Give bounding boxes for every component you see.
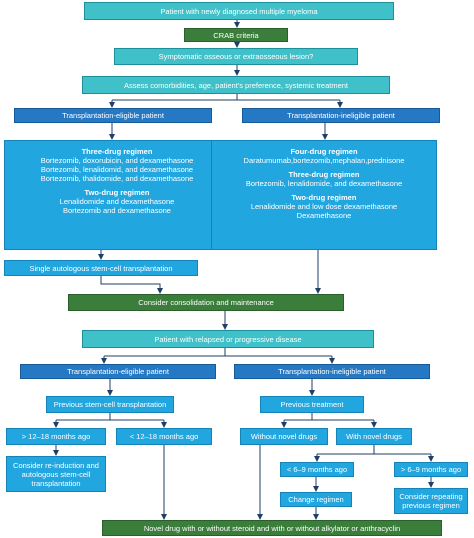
node-tx-ineligible-newly-diagnosed: Transplantation-ineligible patient bbox=[242, 108, 440, 123]
node-repeat-regimen-label: Consider repeating previous regimen bbox=[399, 492, 463, 510]
node-symptomatic-lesion: Symptomatic osseous or extraosseous lesi… bbox=[114, 48, 358, 65]
ineligible-three-drug-section: Three-drug regimen Bortezomib, lenalidom… bbox=[246, 170, 402, 188]
node-consolidation: Consider consolidation and maintenance bbox=[68, 294, 344, 311]
node-change-regimen: Change regimen bbox=[280, 492, 352, 507]
ineligible-four-drug-section: Four-drug regimen Daratumumab,bortezomib… bbox=[244, 147, 405, 165]
eligible-three-drug-line: Bortezomib, doxorubicin, and dexamethaso… bbox=[40, 156, 194, 165]
connector-asct-to-consolidation bbox=[100, 276, 163, 294]
ineligible-two-drug-line: Lenalidomide and low dose dexamethasone bbox=[250, 202, 398, 211]
node-novel-drug: Novel drug with or without steroid and w… bbox=[102, 520, 442, 536]
node-tx-eligible-newly-diagnosed: Transplantation-eligible patient bbox=[14, 108, 212, 123]
eligible-two-drug-line: Bortezomib and dexamethasone bbox=[62, 206, 171, 215]
node-without-novel-label: Without novel drugs bbox=[250, 432, 318, 441]
node-tx-ineligible-2-label: Transplantation-ineligible patient bbox=[278, 367, 386, 376]
node-less-than-6-9-months: < 6–9 months ago bbox=[280, 462, 354, 477]
node-previous-sct: Previous stem-cell transplantation bbox=[46, 396, 174, 413]
node-with-novel-label: With novel drugs bbox=[346, 432, 402, 441]
eligible-two-drug-line: Lenalidomide and dexamethasone bbox=[59, 197, 175, 206]
node-tx-ineligible-relapsed: Transplantation-ineligible patient bbox=[234, 364, 430, 379]
ineligible-four-drug-line: Daratumumab,bortezomib,mephalan,predniso… bbox=[243, 156, 405, 165]
node-less-than-6-9-label: < 6–9 months ago bbox=[286, 465, 348, 474]
eligible-three-drug-line: Bortezomib, thalidomide, and dexamethaso… bbox=[40, 174, 194, 183]
node-new-patient-label: Patient with newly diagnosed multiple my… bbox=[160, 6, 318, 16]
node-previous-treatment: Previous treatment bbox=[260, 396, 364, 413]
node-crab-criteria: CRAB criteria bbox=[184, 28, 288, 42]
node-previous-sct-label: Previous stem-cell transplantation bbox=[53, 400, 167, 409]
ineligible-two-drug-line: Dexamethasone bbox=[296, 211, 352, 220]
node-novel-drug-label: Novel drug with or without steroid and w… bbox=[143, 523, 401, 533]
node-more-than-12-18-label: > 12–18 months ago bbox=[21, 432, 91, 441]
node-crab-label: CRAB criteria bbox=[213, 30, 259, 40]
node-assess: Assess comorbidities, age, patient's pre… bbox=[82, 76, 390, 94]
node-more-than-6-9-label: > 6–9 months ago bbox=[400, 465, 462, 474]
node-consolidation-label: Consider consolidation and maintenance bbox=[138, 298, 274, 307]
node-less-than-12-18-months: < 12–18 months ago bbox=[116, 428, 212, 445]
node-single-asct-label: Single autologous stem-cell transplantat… bbox=[29, 263, 173, 273]
node-tx-eligible-1-label: Transplantation-eligible patient bbox=[62, 111, 164, 120]
node-reinduction-label: Consider re-induction and autologous ste… bbox=[13, 460, 99, 488]
node-repeat-regimen: Consider repeating previous regimen bbox=[394, 488, 468, 514]
node-previous-treatment-label: Previous treatment bbox=[280, 400, 344, 409]
node-assess-label: Assess comorbidities, age, patient's pre… bbox=[123, 80, 349, 90]
ineligible-three-drug-heading: Three-drug regimen bbox=[288, 170, 360, 179]
eligible-three-drug-section: Three-drug regimen Bortezomib, doxorubic… bbox=[41, 147, 194, 183]
eligible-two-drug-section: Two-drug regimen Lenalidomide and dexame… bbox=[60, 188, 175, 215]
eligible-three-drug-line: Bortezomib, lenalidomid, and dexamethaso… bbox=[40, 165, 194, 174]
node-more-than-12-18-months: > 12–18 months ago bbox=[6, 428, 106, 445]
node-tx-eligible-2-label: Transplantation-eligible patient bbox=[67, 367, 169, 376]
node-new-patient: Patient with newly diagnosed multiple my… bbox=[84, 2, 394, 20]
node-without-novel-drugs: Without novel drugs bbox=[240, 428, 328, 445]
node-symptomatic-label: Symptomatic osseous or extraosseous lesi… bbox=[158, 52, 314, 61]
ineligible-two-drug-heading: Two-drug regimen bbox=[291, 193, 357, 202]
node-ineligible-regimens: Four-drug regimen Daratumumab,bortezomib… bbox=[211, 140, 437, 250]
ineligible-two-drug-section: Two-drug regimen Lenalidomide and low do… bbox=[251, 193, 397, 220]
node-relapsed-label: Patient with relapsed or progressive dis… bbox=[154, 334, 302, 344]
eligible-two-drug-heading: Two-drug regimen bbox=[84, 188, 150, 197]
ineligible-four-drug-heading: Four-drug regimen bbox=[290, 147, 358, 156]
node-tx-ineligible-1-label: Transplantation-ineligible patient bbox=[287, 111, 395, 120]
ineligible-three-drug-line: Bortezomib, lenalidomide, and dexamethas… bbox=[245, 179, 403, 188]
node-less-than-12-18-label: < 12–18 months ago bbox=[129, 432, 199, 441]
node-eligible-regimens: Three-drug regimen Bortezomib, doxorubic… bbox=[4, 140, 230, 250]
node-with-novel-drugs: With novel drugs bbox=[336, 428, 412, 445]
node-change-regimen-label: Change regimen bbox=[288, 495, 344, 504]
node-reinduction: Consider re-induction and autologous ste… bbox=[6, 456, 106, 492]
node-single-asct: Single autologous stem-cell transplantat… bbox=[4, 260, 198, 276]
node-relapsed: Patient with relapsed or progressive dis… bbox=[82, 330, 374, 348]
node-tx-eligible-relapsed: Transplantation-eligible patient bbox=[20, 364, 216, 379]
node-more-than-6-9-months: > 6–9 months ago bbox=[394, 462, 468, 477]
eligible-three-drug-heading: Three-drug regimen bbox=[81, 147, 153, 156]
